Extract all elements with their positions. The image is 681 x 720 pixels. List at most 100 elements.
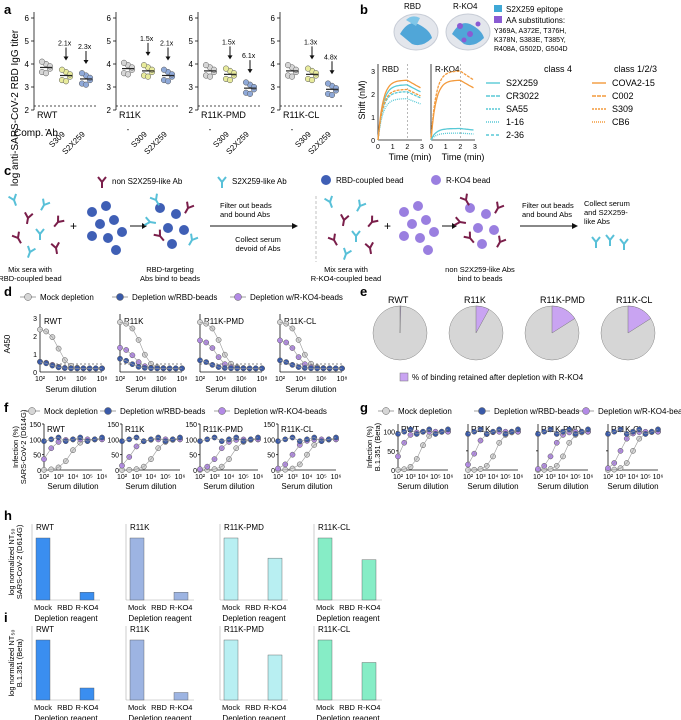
plot-title: R11K-PMD (541, 425, 581, 434)
plot-title: RWT (44, 317, 62, 326)
xtick-label: 10² (603, 474, 614, 481)
arrowhead (142, 223, 147, 229)
ytick-label: 4 (271, 60, 276, 69)
category-label: RBD (57, 703, 73, 712)
ytick-label: 0 (33, 370, 37, 377)
xtick-label: 10⁴ (135, 376, 146, 383)
ytick-label: 0 (115, 468, 119, 475)
collect-caption: devoid of Abs (235, 244, 280, 253)
legend-label: Depletion w/R-KO4-beads (234, 407, 327, 416)
fit-curve (43, 439, 103, 471)
data-point (168, 71, 176, 78)
xtick-label: 10⁵ (430, 474, 441, 481)
legend-marker (116, 293, 124, 301)
legend-label: Depletion w/R-KO4-beads (250, 293, 343, 302)
data-point (42, 70, 50, 77)
legend-marker (104, 407, 112, 415)
data-point (242, 79, 250, 86)
ytick-label: 3 (371, 69, 375, 76)
fit-curve (467, 429, 519, 435)
xtick-label: 10³ (53, 474, 64, 481)
legend-label: Depletion w/RBD-beads (120, 407, 205, 416)
arrow-caption: and bound Abs (220, 210, 270, 219)
xtick-label: 10⁵ (238, 474, 249, 481)
xtick-label: 10⁵ (640, 474, 651, 481)
plus-sign: + (70, 219, 77, 233)
data-point (128, 64, 136, 71)
structure-label-rko4: R-KO4 (453, 2, 478, 11)
legend-marker (24, 293, 32, 301)
rko4-structure-image (445, 13, 491, 51)
legend-subs-line: Y369A, A372E, T376H, (494, 28, 566, 35)
caption: R-KO4-coupled bead (311, 274, 381, 283)
data-point (246, 90, 254, 97)
data-point (148, 66, 156, 73)
fold-change-label: 2.3x (78, 44, 92, 51)
arrow-caption: and bound Abs (522, 210, 572, 219)
data-point (230, 70, 238, 77)
x-label: S2X259 (142, 129, 169, 156)
fold-change-label: 2.1x (160, 41, 174, 48)
ytick-label: 2 (189, 106, 194, 115)
legend-label-class123: S309 (612, 104, 633, 114)
xtick-label: 10⁴ (224, 474, 235, 481)
x-axis-label: Serum dilution (607, 482, 658, 491)
ytick-label: 0 (371, 138, 375, 145)
xtick-label: 10⁴ (628, 474, 639, 481)
category-label: R-KO4 (358, 703, 381, 712)
rbd-bead (167, 239, 177, 249)
legend-marker (234, 293, 242, 301)
bar (79, 592, 95, 601)
xtick-label: 10⁶ (316, 376, 327, 383)
legend-marker (582, 407, 590, 415)
rko4-bead (481, 209, 491, 219)
data-point (124, 71, 132, 78)
category-label: RBD (151, 703, 167, 712)
plot-title: RWT (36, 523, 54, 532)
xtick-label: 10⁶ (583, 474, 594, 481)
fit-curve (279, 360, 342, 369)
non-s2x259-antibody (53, 215, 65, 228)
ytick-label: 100 (263, 437, 275, 444)
caption: bind to beads (457, 274, 502, 283)
ytick-label: 1 (371, 115, 375, 122)
y-axis-label: A450 (3, 334, 12, 353)
ytick-label: 50 (267, 453, 275, 460)
category-label: Mock (128, 703, 146, 712)
ytick-label: 6 (107, 14, 112, 23)
ytick-label: 100 (29, 437, 41, 444)
plot-title: R11K-CL (611, 425, 644, 434)
fit-curve (43, 437, 103, 442)
x-axis-label: Serum dilution (467, 482, 518, 491)
rbd-bead (109, 215, 119, 225)
collect-caption: and S2X259- (584, 208, 628, 217)
sensorgram-curve (430, 70, 474, 141)
xtick-label: 10² (39, 474, 50, 481)
rbd-bead (155, 203, 165, 213)
data-point (445, 426, 451, 433)
bar (35, 537, 51, 601)
ytick-label: 1 (33, 352, 37, 359)
xtick-label: 3 (420, 144, 424, 151)
panel-letter-h: h (4, 508, 12, 523)
xtick-label: 10⁴ (488, 474, 499, 481)
data-point (82, 81, 90, 88)
s2x259-antibody (149, 193, 160, 206)
fit-curve (537, 429, 589, 435)
xtick-label: 10⁶ (253, 474, 264, 481)
rko4-bead (413, 201, 423, 211)
plot-title: R11K-PMD (204, 317, 244, 326)
sensorgram-curve (377, 88, 421, 141)
s2x259-antibody (591, 236, 601, 248)
legend-label-class123: C002 (612, 91, 634, 101)
rko4-bead (477, 239, 487, 249)
data-point (202, 62, 210, 69)
x-axis-label: Depletion reagent (222, 614, 286, 623)
plot-title: R11K-CL (284, 317, 317, 326)
arrow-caption: Filter out beads (220, 201, 272, 210)
fit-curve (607, 429, 659, 435)
